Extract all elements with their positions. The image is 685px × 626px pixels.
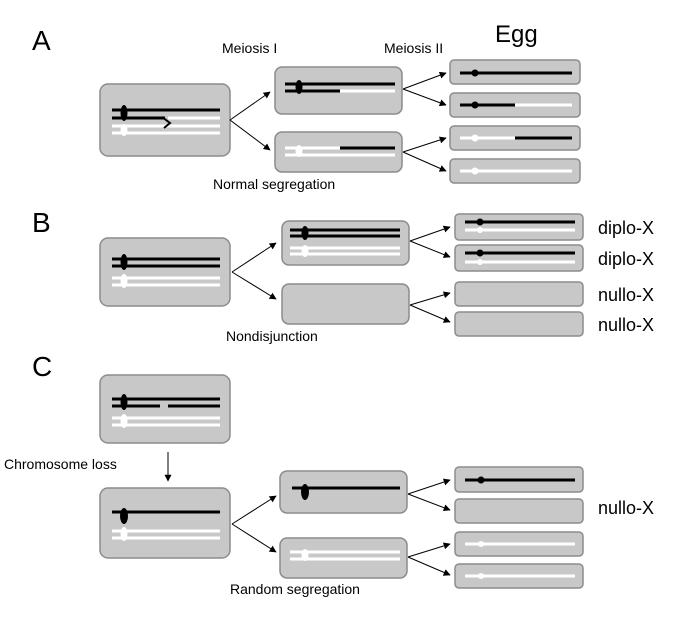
panel-a-egg-4 — [449, 158, 581, 184]
chromosome-loss-label: Chromosome loss — [4, 456, 117, 472]
panel-a-egg-2 — [449, 92, 581, 118]
panel-c-meiosis1-cell-bottom — [279, 537, 408, 579]
panel-b-egg-3 — [454, 281, 584, 307]
meiosis-1-header: Meiosis I — [222, 40, 277, 56]
panel-b-outcome-1: diplo-X — [598, 218, 654, 238]
panel-a-label: A — [32, 25, 51, 56]
panel-c-caption: Random segregation — [230, 581, 360, 597]
panel-a-meiosis1-cell-bottom — [274, 131, 403, 173]
panel-c-oocyte-after — [99, 487, 231, 559]
panel-b-egg-4 — [454, 311, 584, 337]
panel-b-label: B — [32, 207, 51, 238]
meiosis-2-header: Meiosis II — [384, 40, 443, 56]
panel-b-arrows — [231, 225, 451, 323]
panel-b-outcome-3: nullo-X — [598, 285, 654, 305]
panel-c-label: C — [32, 351, 52, 382]
panel-a-arrows — [229, 71, 447, 172]
egg-header: Egg — [495, 21, 538, 48]
panel-b-outcome-4: nullo-X — [598, 315, 654, 335]
panel-c-oocyte-before — [99, 374, 231, 444]
panel-c-meiosis1-cell-top — [279, 470, 408, 514]
panel-c-outcome-1: nullo-X — [598, 498, 654, 518]
panel-b-outcome-2: diplo-X — [598, 249, 654, 269]
panel-b-meiosis1-cell-top — [281, 220, 410, 266]
panel-c-egg-4 — [454, 563, 584, 589]
panel-b-egg-2 — [454, 244, 584, 272]
panel-c-egg-3 — [454, 531, 584, 557]
panel-a-oocyte — [99, 83, 231, 157]
panel-b-meiosis1-cell-empty — [281, 283, 410, 325]
panel-c-egg-2 — [454, 498, 584, 524]
panel-b-caption: Nondisjunction — [226, 328, 318, 344]
panel-b-egg-1 — [454, 213, 584, 241]
panel-a-meiosis1-cell-top — [274, 66, 403, 115]
panel-c-arrows — [231, 478, 451, 576]
panel-a-caption: Normal segregation — [213, 176, 335, 192]
panel-a-egg-1 — [449, 59, 581, 85]
panel-b-oocyte — [99, 237, 231, 307]
panel-a-egg-3 — [449, 125, 581, 151]
panel-c-egg-1 — [454, 466, 584, 493]
